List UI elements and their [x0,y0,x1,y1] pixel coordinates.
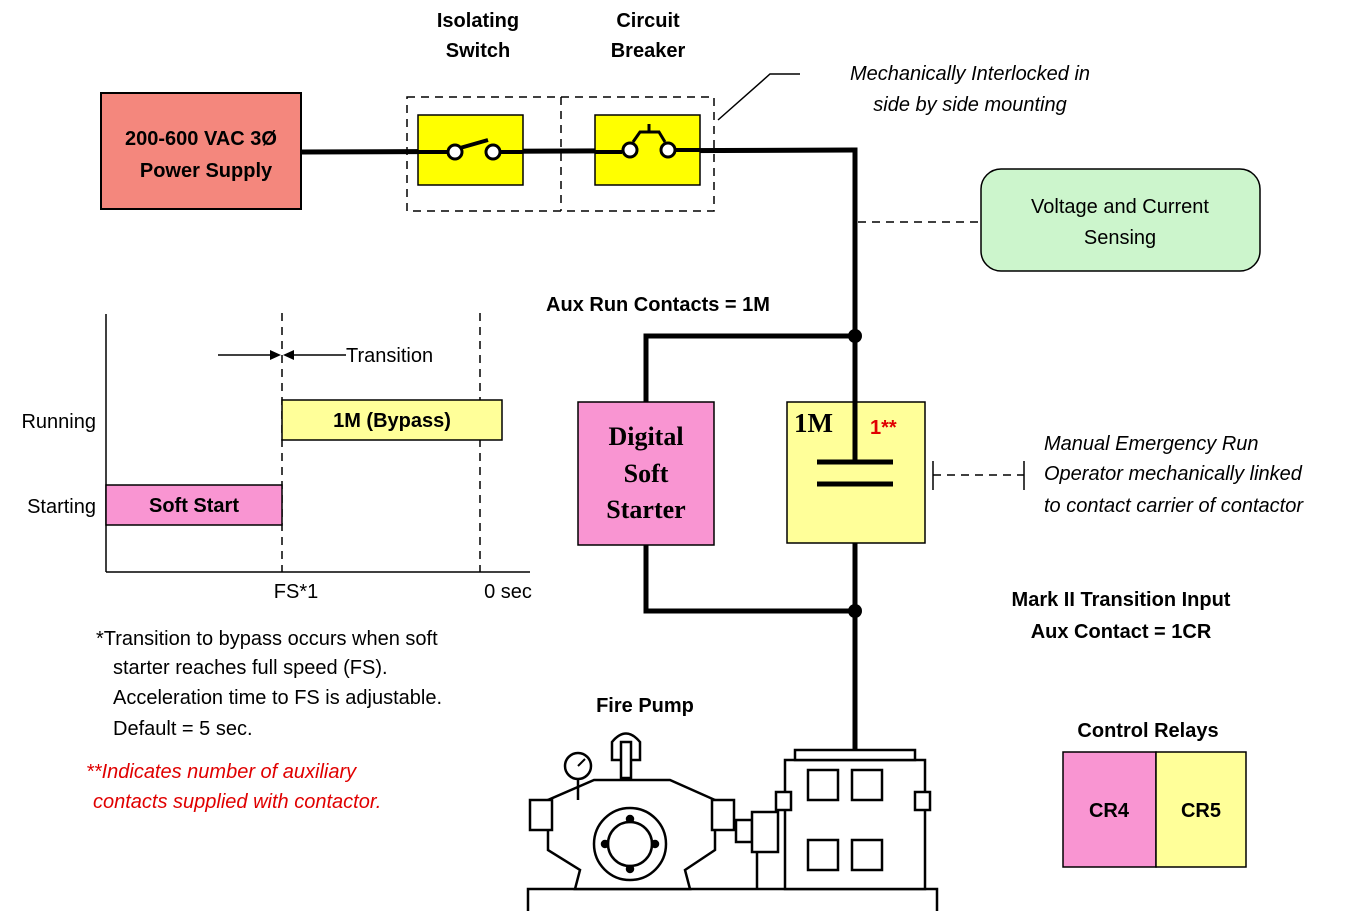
interlock-note-line1: Mechanically Interlocked in [850,63,1090,85]
bar-starting [105,484,283,526]
transition-arrowhead-left [270,350,281,360]
transition-arrowhead-right [283,350,294,360]
circuit-breaker-label-line2: Breaker [611,40,686,62]
manual-run-note-line2: Operator mechanically linked [1044,463,1303,485]
power-supply-line2: Power Supply [140,160,273,182]
soft-starter-line1: Digital [608,422,683,451]
soft-starter-branch-top [643,333,855,402]
sensing-box [980,168,1261,272]
fire-pump-label: Fire Pump [596,695,694,717]
fire-pump-icon [526,732,939,911]
circuit-breaker-label-line1: Circuit [616,10,680,32]
manual-run-note-line3: to contact carrier of contactor [1044,495,1304,517]
tick-fs-label: FS*1 [274,581,318,603]
row-starting-label: Starting [27,496,96,518]
relay-cr4-label: CR4 [1089,800,1130,822]
footnote2-line1: **Indicates number of auxiliary [86,761,357,783]
footnote2-line2: contacts supplied with contactor. [93,791,381,813]
soft-starter-line3: Starter [606,495,685,524]
contactor-aux-count: 1** [870,417,897,439]
bar-starting-label: Soft Start [149,495,239,517]
isolating-switch-label-line2: Switch [446,40,510,62]
isolating-switch-label-line1: Isolating [437,10,519,32]
switch-symbol-icon [418,138,523,161]
contactor-label: 1M [794,408,833,438]
bar-running [281,399,503,441]
interlock-note-line2: side by side mounting [873,94,1066,116]
soft-starter-box [577,401,715,546]
main-vertical-wire [852,147,858,755]
footnote1-line4: Default = 5 sec. [113,718,253,740]
tick-end-label: 0 sec [484,581,532,603]
manual-run-note-line1: Manual Emergency Run [1044,433,1259,455]
timing-diagram: Transition Running Starting 1M (Bypass) … [21,313,532,603]
contactor-gap [850,465,860,481]
relay-cr5 [1155,751,1247,868]
footnote1-line1: *Transition to bypass occurs when soft [96,628,438,650]
power-supply-box [100,92,302,210]
power-supply-line1: 200-600 VAC 3Ø [125,128,277,150]
relay-cr5-label: CR5 [1181,800,1221,822]
sensing-line1: Voltage and Current [1031,196,1209,218]
mark2-line1: Mark II Transition Input [1012,589,1231,611]
footnote1-line2: starter reaches full speed (FS). [113,657,388,679]
soft-starter-line2: Soft [624,459,669,488]
junction-top [848,329,862,343]
breaker-symbol-icon [595,124,700,159]
aux-run-contacts-label: Aux Run Contacts = 1M [546,294,770,316]
control-relays-title: Control Relays [1077,720,1218,742]
footnote1-line3: Acceleration time to FS is adjustable. [113,687,442,709]
interlock-leader [717,73,800,121]
sensing-line2: Sensing [1084,227,1156,249]
soft-starter-branch-bottom [643,545,855,614]
junction-bottom [848,604,862,618]
bar-running-label: 1M (Bypass) [333,410,451,432]
mark2-line2: Aux Contact = 1CR [1031,621,1212,643]
transition-label: Transition [346,345,433,367]
main-feed-wire [300,147,856,155]
row-running-label: Running [21,411,96,433]
